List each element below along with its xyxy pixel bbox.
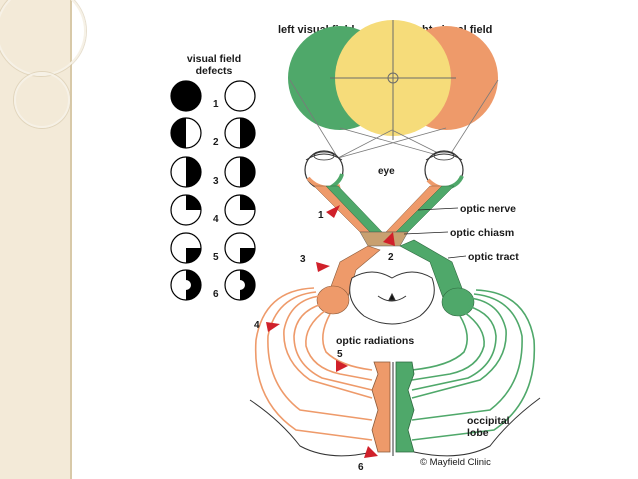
optic-radiations-label: optic radiations <box>336 335 414 347</box>
lesion-marker-3-number: 3 <box>300 254 306 265</box>
projection-lines <box>289 79 499 159</box>
lesion-markers <box>266 205 395 458</box>
left-optic-radiations <box>254 287 373 441</box>
defect-number-5: 5 <box>213 252 219 263</box>
right-optic-radiations <box>411 289 536 441</box>
midbrain-section <box>349 271 435 325</box>
lesion-marker-4-number: 4 <box>254 320 260 331</box>
slide-side-band-edge <box>70 0 72 479</box>
right-eye <box>424 150 464 191</box>
lesion-marker-6-arrow <box>364 446 378 458</box>
optic-chiasm-label: optic chiasm <box>450 227 514 239</box>
defects-title-line1: visual field <box>187 53 241 65</box>
optic-pathway <box>313 185 475 317</box>
decorative-ring-small <box>14 72 70 128</box>
visual-field-circles <box>288 20 498 140</box>
optic-nerve-label: optic nerve <box>460 203 516 215</box>
lesion-marker-2-arrow <box>383 232 395 246</box>
defects-title-line2: defects <box>196 65 233 77</box>
defect-number-3: 3 <box>213 176 219 187</box>
lesion-marker-1-number: 1 <box>318 210 324 221</box>
defect-number-1: 1 <box>213 99 219 110</box>
lesion-marker-1-arrow <box>326 205 340 218</box>
lesion-marker-numbers: 1 2 3 4 5 6 <box>254 210 394 473</box>
defect-row-6 <box>170 269 256 301</box>
lesion-marker-5-number: 5 <box>337 349 343 360</box>
defect-row-2 <box>170 117 256 149</box>
occipital-cortex <box>249 361 541 457</box>
defect-row-3 <box>170 156 256 188</box>
occipital-lobe-label-line2: lobe <box>467 427 489 439</box>
optic-tract-label: optic tract <box>468 251 519 263</box>
fixation-point <box>387 72 399 84</box>
defect-number-4: 4 <box>213 214 219 225</box>
occipital-lobe-label-line1: occipital <box>467 415 510 427</box>
defect-row-4 <box>170 194 256 226</box>
copyright-credit: © Mayfield Clinic <box>420 457 491 468</box>
lesion-marker-3-arrow <box>316 262 330 272</box>
pathway-leaders <box>403 207 467 259</box>
lesion-marker-2-number: 2 <box>388 252 394 263</box>
defect-number-2: 2 <box>213 137 219 148</box>
eye-label: eye <box>378 166 395 177</box>
defect-row-5 <box>170 232 256 264</box>
left-eye <box>304 150 344 190</box>
defect-number-6: 6 <box>213 289 219 300</box>
lesion-marker-4-arrow <box>266 322 280 332</box>
lesion-marker-6-number: 6 <box>358 462 364 473</box>
defect-row-1 <box>170 80 256 112</box>
defect-row-numbers: 1 2 3 4 5 6 <box>213 99 219 300</box>
lesion-marker-5-arrow <box>336 360 348 372</box>
